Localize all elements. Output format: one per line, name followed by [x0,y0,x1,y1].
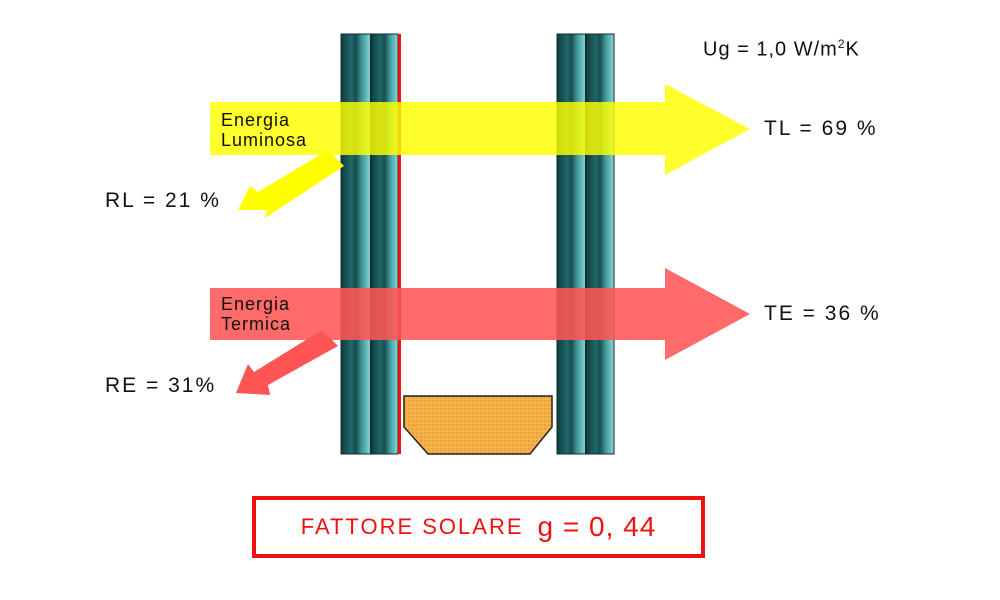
thermal-reflected-arrow [236,330,338,395]
left-glass-pane [340,33,399,455]
solar-factor-value: g = 0, 44 [537,511,657,542]
rl-value: RL = 21 % [105,189,221,212]
light-energy-label: Energia Luminosa [221,110,308,150]
spacer-bar [403,395,553,455]
light-transmitted-arrow [210,84,750,175]
ug-value: Ug = 1,0 W/m2K [703,37,860,61]
thermal-transmitted-arrow [210,268,750,360]
solar-factor-box: FATTORE SOLARE g = 0, 44 [252,496,705,558]
te-value: TE = 36 % [764,302,881,325]
light-reflected-arrow [238,150,344,218]
right-glass-pane [556,33,615,455]
thermal-energy-label: Energia Termica [221,294,292,334]
re-value: RE = 31% [105,374,217,397]
low-e-coating [398,34,401,454]
solar-factor-label: FATTORE SOLARE [300,514,524,539]
tl-value: TL = 69 % [764,117,878,140]
